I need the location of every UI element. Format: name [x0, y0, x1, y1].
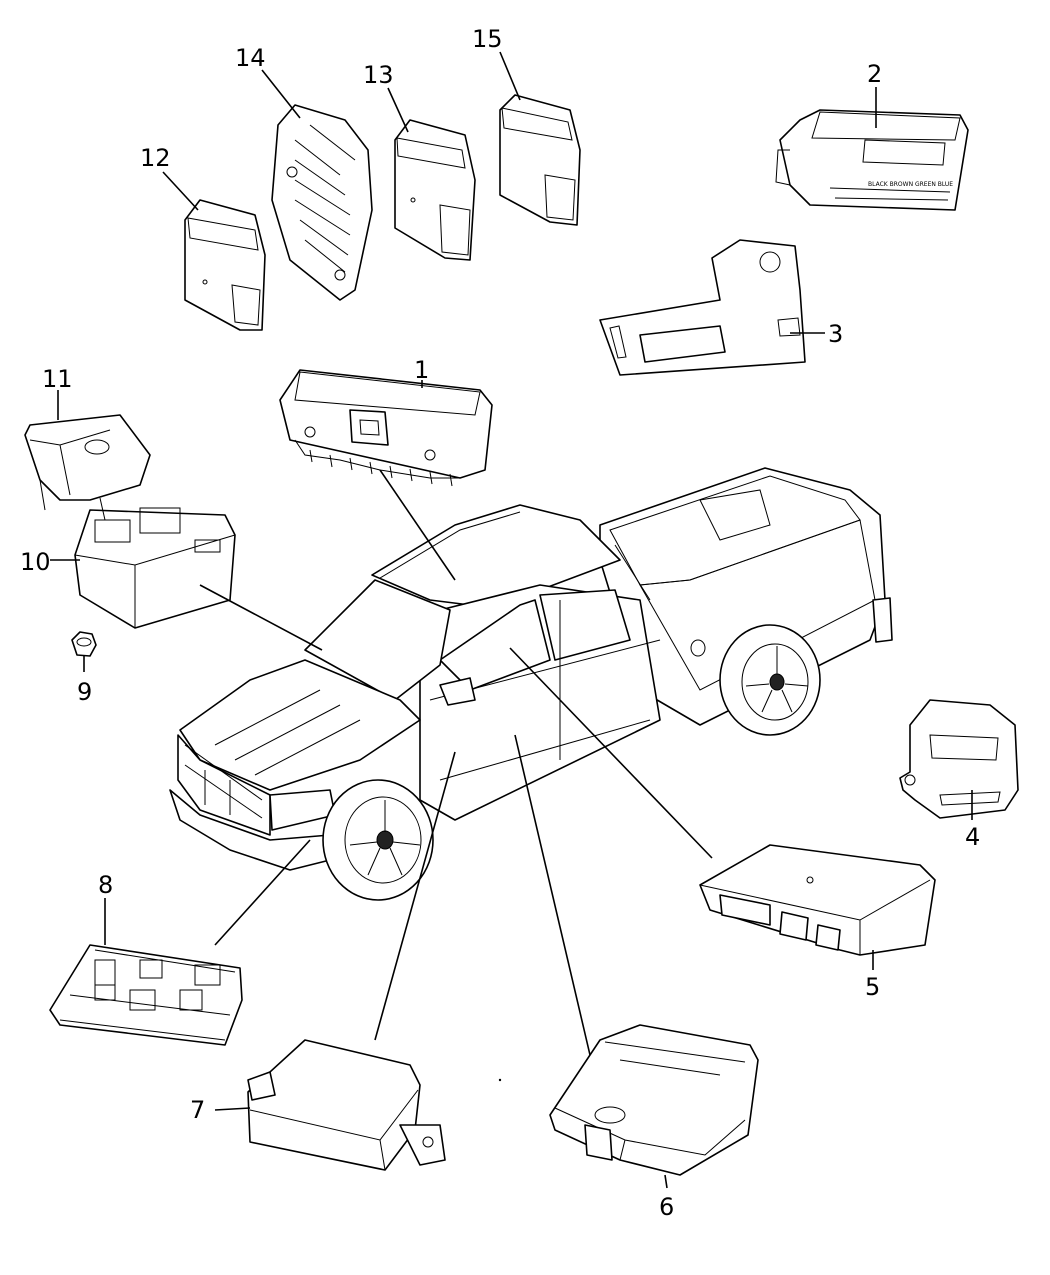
leader-6: [664, 1174, 668, 1189]
part-13-module: [394, 119, 476, 261]
leader-13: [387, 87, 409, 133]
part-2-module: BLACK BROWN GREEN BLUE: [775, 109, 969, 211]
callout-8: 8: [98, 871, 113, 899]
callout-3: 3: [828, 320, 843, 348]
callout-9: 9: [77, 678, 92, 706]
callout-5: 5: [865, 973, 880, 1001]
truck-front-wheel: [322, 779, 434, 901]
stray-dot: [498, 1078, 502, 1082]
part-11-bracket: [24, 414, 151, 521]
truck-tail-light: [872, 597, 893, 643]
truck-rear-wheel: [719, 624, 821, 736]
callout-2: 2: [867, 60, 882, 88]
truck-rear-window: [539, 589, 631, 661]
callout-13: 13: [363, 61, 394, 89]
callout-numbers: 1 2 3 4 5 6 7 8 9 10 11 12 13 14 15: [20, 25, 980, 1221]
leader-7: [214, 1107, 251, 1111]
leader-12: [162, 171, 199, 211]
leader-14: [261, 69, 301, 119]
truck-cab-roof: [371, 504, 621, 606]
leader-5-truck: [509, 647, 713, 859]
leader-6-truck: [514, 734, 591, 1056]
leader-8-truck: [214, 839, 311, 946]
part-6-module: [549, 1024, 759, 1176]
part-2-connector-label: BLACK BROWN GREEN BLUE: [868, 181, 953, 188]
part-1-module: [279, 369, 493, 487]
part-5-module: [699, 844, 936, 956]
callout-6: 6: [659, 1193, 674, 1221]
callout-11: 11: [42, 365, 73, 393]
pickup-truck-illustration: [169, 467, 893, 901]
part-3-bracket: [599, 239, 806, 376]
truck-side-mirror: [439, 677, 476, 706]
truck-grille: [177, 734, 271, 836]
part-4-module: [899, 699, 1019, 819]
callout-4: 4: [965, 823, 980, 851]
part-14-heatsink-plate: [271, 104, 373, 301]
callout-1: 1: [414, 356, 429, 384]
leader-15: [499, 51, 521, 101]
part-9-nut: [71, 631, 97, 657]
callout-10: 10: [20, 548, 51, 576]
leader-7-truck: [374, 751, 456, 1041]
callout-7: 7: [190, 1096, 205, 1124]
leader-1-truck: [379, 469, 456, 581]
callout-12: 12: [140, 144, 171, 172]
part-12-module: [184, 199, 266, 331]
callout-14: 14: [235, 44, 266, 72]
callout-15: 15: [472, 25, 503, 53]
leader-10-truck: [199, 584, 323, 651]
part-15-module: [499, 94, 581, 226]
part-8-module: [49, 944, 243, 1046]
leader-lines: [50, 51, 973, 1189]
part-10-module: [74, 507, 236, 629]
part-7-module: [247, 1039, 446, 1171]
